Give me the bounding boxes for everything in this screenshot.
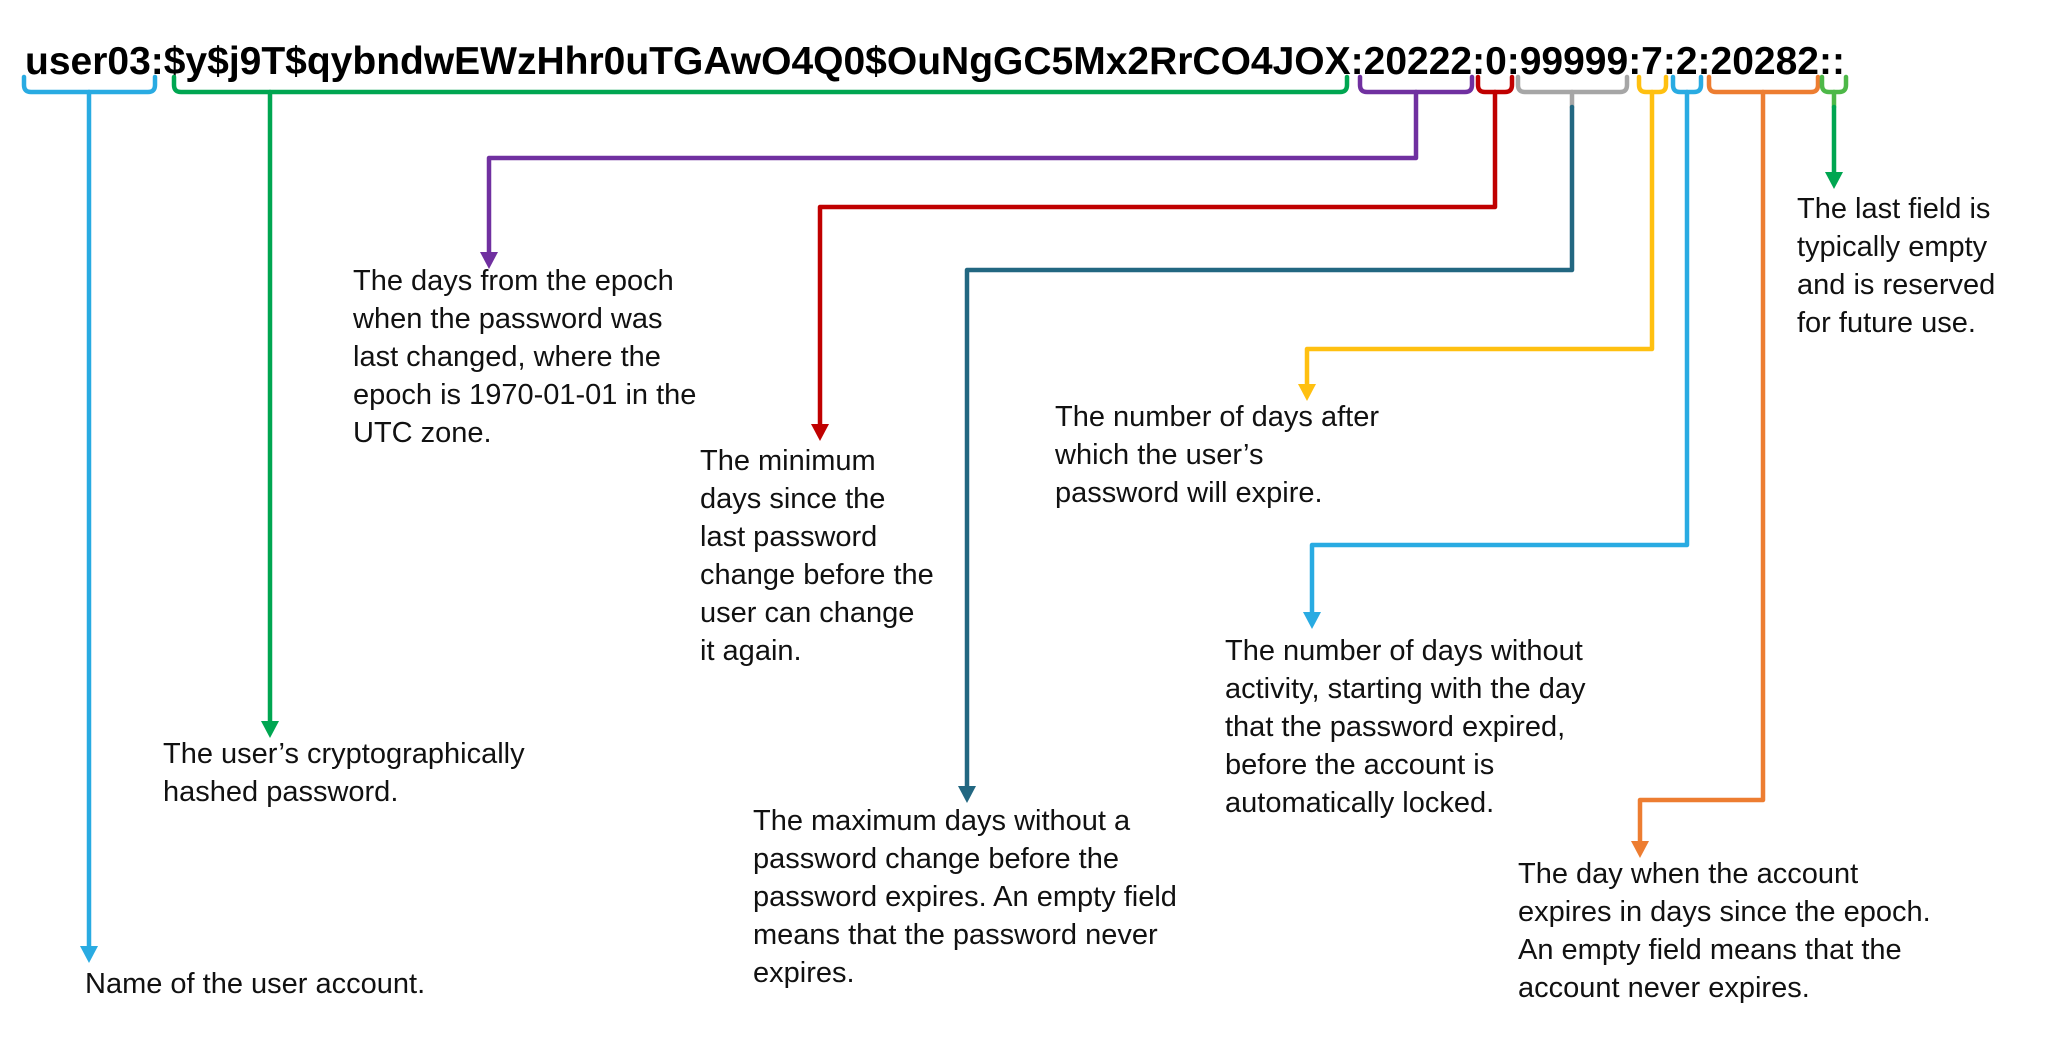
connector-inactive-days bbox=[1309, 89, 1690, 615]
bracket-last-change bbox=[486, 74, 1475, 255]
note-warn-days: The number of days after which the user’… bbox=[1055, 401, 1379, 509]
note-min-days: The minimum days since the last password… bbox=[700, 445, 934, 667]
note-last-password-change: The days from the epoch when the passwor… bbox=[353, 265, 697, 449]
note-password-hash: The user’s cryptographically hashed pass… bbox=[163, 738, 525, 808]
arrow-down-icon-min-days bbox=[811, 424, 829, 441]
shadow-entry-text: user03:$y$j9T$qybndwEWzHhr0uTGAwO4Q0$OuN… bbox=[25, 40, 1845, 83]
arrow-down-icon-reserved bbox=[1825, 172, 1843, 189]
arrow-down-icon-inactive-days bbox=[1303, 612, 1321, 629]
bracket-username bbox=[21, 74, 158, 949]
connector-warn-days bbox=[1304, 89, 1655, 387]
arrow-down-icon-username bbox=[80, 946, 98, 963]
bracket-account-expire bbox=[1637, 74, 1821, 844]
connector-min-days bbox=[817, 89, 1498, 427]
connector-account-expire bbox=[1637, 89, 1766, 844]
bracket-warn-days bbox=[1304, 74, 1669, 387]
note-account-expire: The day when the account expires in days… bbox=[1518, 858, 1931, 1004]
note-max-days: The maximum days without a password chan… bbox=[753, 805, 1177, 989]
bracket-inactive-days bbox=[1309, 74, 1704, 615]
connector-last-change bbox=[486, 89, 1419, 255]
arrow-down-icon-max-days bbox=[958, 786, 976, 803]
bracket-min-days bbox=[817, 74, 1515, 427]
note-username: Name of the user account. bbox=[85, 968, 426, 1000]
note-reserved-field: The last field is typically empty and is… bbox=[1797, 193, 1996, 339]
note-inactive-days: The number of days without activity, sta… bbox=[1225, 635, 1586, 819]
